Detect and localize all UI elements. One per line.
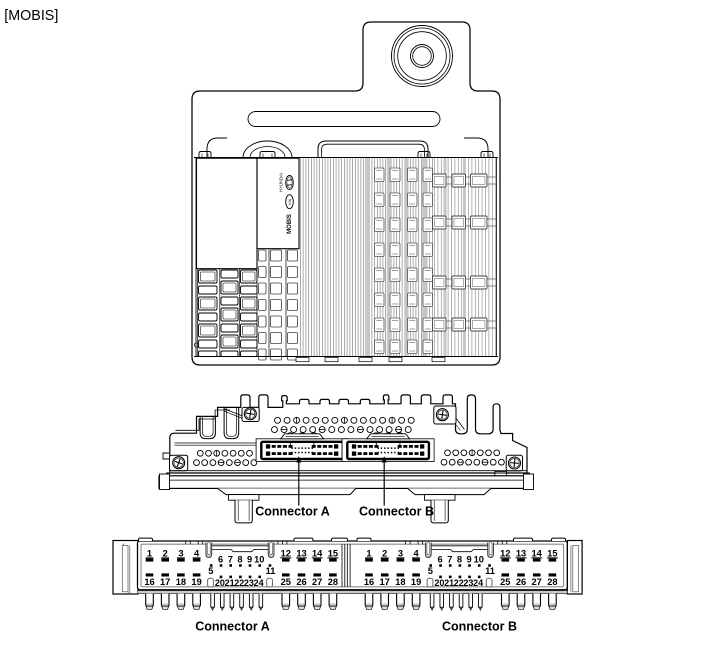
- svg-text:2: 2: [382, 549, 387, 559]
- svg-text:19: 19: [411, 577, 421, 587]
- svg-text:3: 3: [398, 549, 403, 559]
- svg-text:28: 28: [328, 577, 338, 587]
- svg-text:19: 19: [191, 577, 201, 587]
- svg-text:Connector B: Connector B: [359, 504, 434, 518]
- svg-text:6: 6: [218, 554, 223, 564]
- svg-text:8: 8: [457, 554, 462, 564]
- svg-text:[MOBIS]: [MOBIS]: [4, 8, 58, 24]
- svg-text:1: 1: [366, 549, 371, 559]
- svg-text:21: 21: [225, 578, 235, 588]
- svg-text:17: 17: [380, 577, 390, 587]
- svg-text:3: 3: [178, 549, 183, 559]
- svg-text:22: 22: [454, 578, 464, 588]
- svg-text:MOBIS: MOBIS: [287, 214, 293, 234]
- svg-text:7: 7: [228, 554, 233, 564]
- svg-text:12: 12: [281, 549, 291, 559]
- svg-text:16: 16: [364, 577, 374, 587]
- svg-text:KIA: KIA: [288, 198, 292, 204]
- svg-text:1: 1: [147, 549, 152, 559]
- svg-text:11: 11: [266, 566, 276, 576]
- svg-text:17: 17: [160, 577, 170, 587]
- svg-text:22: 22: [234, 578, 244, 588]
- svg-text:25: 25: [281, 577, 291, 587]
- svg-text:26: 26: [516, 577, 526, 587]
- svg-text:12: 12: [500, 549, 510, 559]
- svg-text:4: 4: [194, 549, 200, 559]
- svg-text:28: 28: [547, 577, 557, 587]
- svg-text:Connector A: Connector A: [195, 620, 270, 634]
- svg-text:9: 9: [467, 554, 472, 564]
- svg-text:6: 6: [438, 554, 443, 564]
- svg-text:18: 18: [176, 577, 186, 587]
- svg-text:5: 5: [208, 566, 213, 576]
- svg-text:15: 15: [547, 549, 557, 559]
- svg-text:23: 23: [463, 578, 473, 588]
- svg-text:4: 4: [414, 549, 420, 559]
- svg-text:27: 27: [312, 577, 322, 587]
- svg-text:8: 8: [237, 554, 242, 564]
- svg-text:Connector A: Connector A: [255, 504, 330, 518]
- svg-text:9: 9: [247, 554, 252, 564]
- svg-text:13: 13: [516, 549, 526, 559]
- svg-text:10: 10: [474, 554, 484, 564]
- svg-text:11: 11: [485, 566, 495, 576]
- svg-text:HYUNDAI: HYUNDAI: [279, 173, 284, 192]
- svg-text:26: 26: [296, 577, 306, 587]
- svg-text:27: 27: [532, 577, 542, 587]
- svg-text:24: 24: [254, 578, 264, 588]
- svg-text:13: 13: [296, 549, 306, 559]
- svg-text:2: 2: [163, 549, 168, 559]
- svg-text:23: 23: [244, 578, 254, 588]
- svg-text:Connector B: Connector B: [442, 620, 517, 634]
- svg-text:15: 15: [328, 549, 338, 559]
- svg-text:10: 10: [254, 554, 264, 564]
- svg-text:24: 24: [473, 578, 483, 588]
- svg-text:5: 5: [428, 566, 433, 576]
- svg-text:20: 20: [434, 578, 444, 588]
- svg-text:14: 14: [312, 549, 323, 559]
- svg-text:20: 20: [215, 578, 225, 588]
- svg-text:7: 7: [447, 554, 452, 564]
- svg-text:25: 25: [500, 577, 510, 587]
- svg-text:16: 16: [144, 577, 154, 587]
- svg-text:21: 21: [444, 578, 454, 588]
- svg-text:14: 14: [532, 549, 543, 559]
- svg-text:18: 18: [395, 577, 405, 587]
